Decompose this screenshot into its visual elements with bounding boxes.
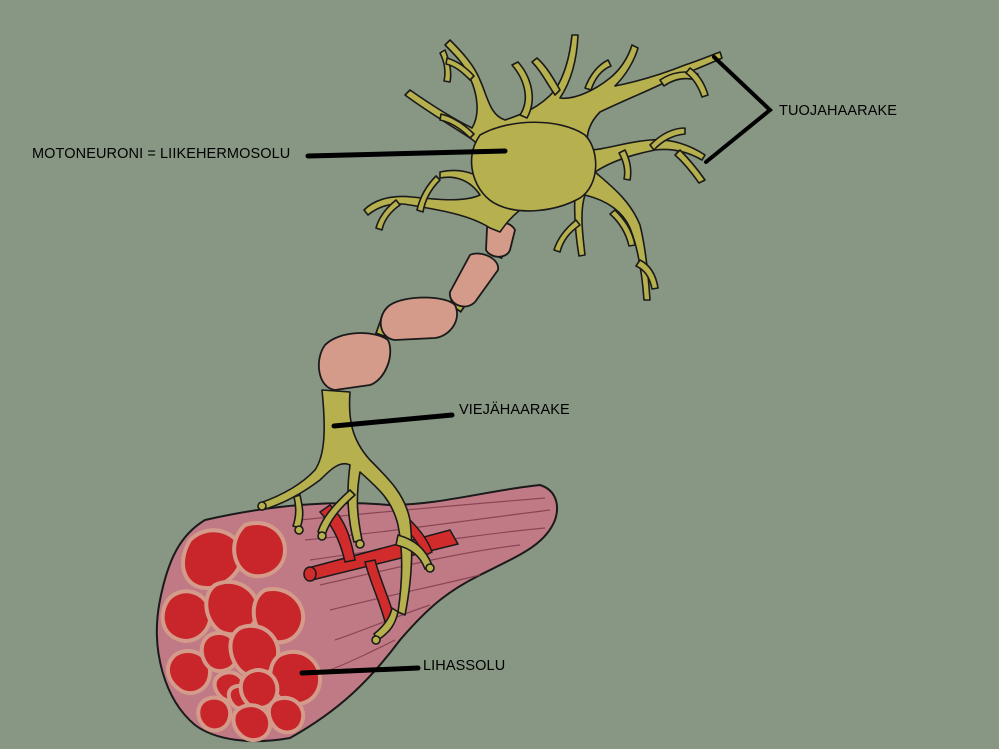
label-muscle-cell: LIHASSOLU [423, 658, 506, 674]
leader-motoneuron [305, 148, 508, 159]
myelin-segment [318, 332, 392, 391]
leader-muscle-cell [299, 665, 421, 676]
leader-lines [299, 55, 774, 676]
neuron-cell-body [363, 34, 723, 301]
label-dendrites: TUOJAHAARAKE [779, 103, 898, 119]
leader-axon [331, 412, 455, 429]
label-axon: VIEJÄHAARAKE [459, 402, 570, 418]
axon-terminals [257, 389, 435, 645]
axon [318, 221, 516, 391]
leader-dendrites-bracket [704, 55, 774, 164]
myelin-segment [379, 296, 458, 341]
label-motoneuron: MOTONEURONI = LIIKEHERMOSOLU [32, 146, 291, 162]
muscle-bundle [156, 483, 559, 743]
myelin-segment [449, 252, 499, 308]
